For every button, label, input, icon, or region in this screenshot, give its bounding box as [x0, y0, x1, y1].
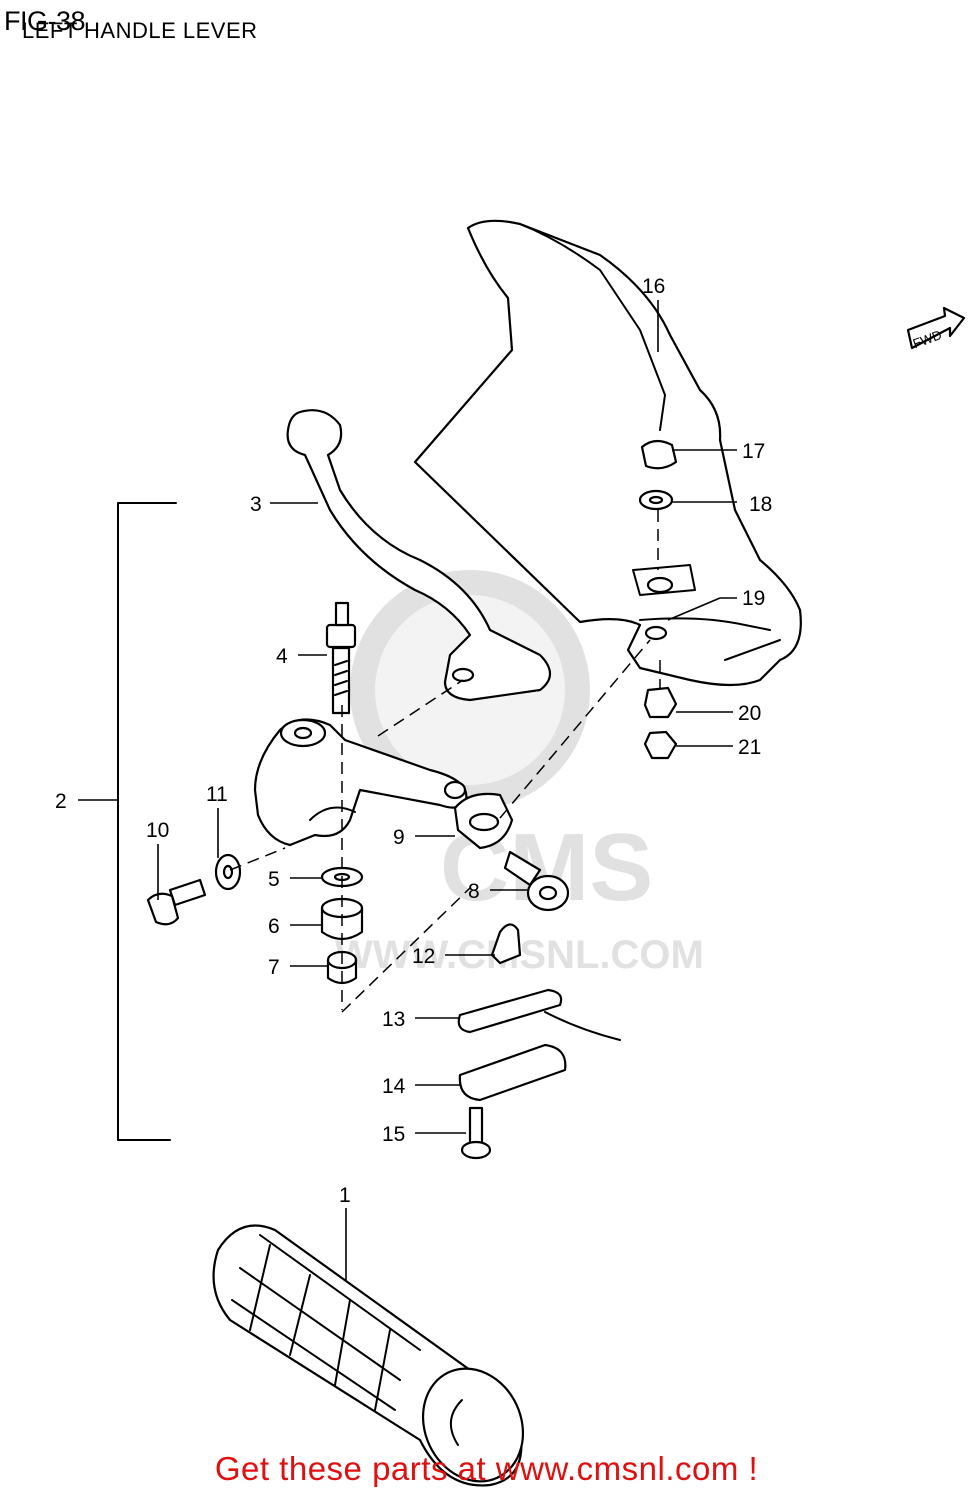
clutch-lever-part-3: [286, 409, 552, 702]
figure-title: LEFT HANDLE LEVER: [22, 18, 258, 43]
callout-13: 13: [382, 1008, 405, 1031]
callout-1: 1: [339, 1184, 351, 1207]
callout-3: 3: [250, 493, 262, 516]
hand-guard-part-16: [413, 219, 802, 687]
callout-4: 4: [276, 645, 288, 668]
lever-holder-body: [253, 718, 468, 847]
fwd-arrow-badge: FWD: [906, 306, 966, 351]
bolt-part-8: [503, 850, 570, 912]
callout-5: 5: [268, 868, 280, 891]
nut-part-21: [643, 730, 678, 760]
callout-18: 18: [749, 493, 772, 516]
grip-part-1: [212, 1224, 525, 1487]
assembly-bracket: [117, 502, 177, 1141]
cover-part-14: [458, 1043, 567, 1102]
cap-nut-part-17: [640, 439, 678, 470]
clip-part-12: [490, 923, 522, 965]
callout-14: 14: [382, 1075, 406, 1098]
callout-11: 11: [206, 783, 228, 806]
callout-2: 2: [55, 790, 67, 813]
callout-17: 17: [742, 440, 765, 463]
callout-8: 8: [468, 880, 480, 903]
callout-10: 10: [146, 819, 169, 842]
callout-19: 19: [742, 587, 765, 610]
footer-link[interactable]: Get these parts at www.cmsnl.com !: [214, 1450, 759, 1487]
callout-20: 20: [738, 702, 761, 725]
figure-number: FIG-38: [4, 6, 86, 36]
adjuster-part-9: [453, 792, 514, 850]
callout-7: 7: [268, 956, 280, 979]
pivot-bolt-part-4: [325, 601, 357, 715]
callout-15: 15: [382, 1123, 405, 1146]
callout-6: 6: [268, 915, 280, 938]
nut-part-20: [643, 686, 678, 719]
screw-part-15: [460, 1106, 492, 1160]
bolt-part-10: [146, 878, 207, 926]
callout-21: 21: [738, 736, 761, 759]
switch-part-13: [457, 988, 621, 1041]
callout-12: 12: [412, 945, 435, 968]
callout-9: 9: [393, 826, 405, 849]
callout-16: 16: [642, 275, 665, 298]
